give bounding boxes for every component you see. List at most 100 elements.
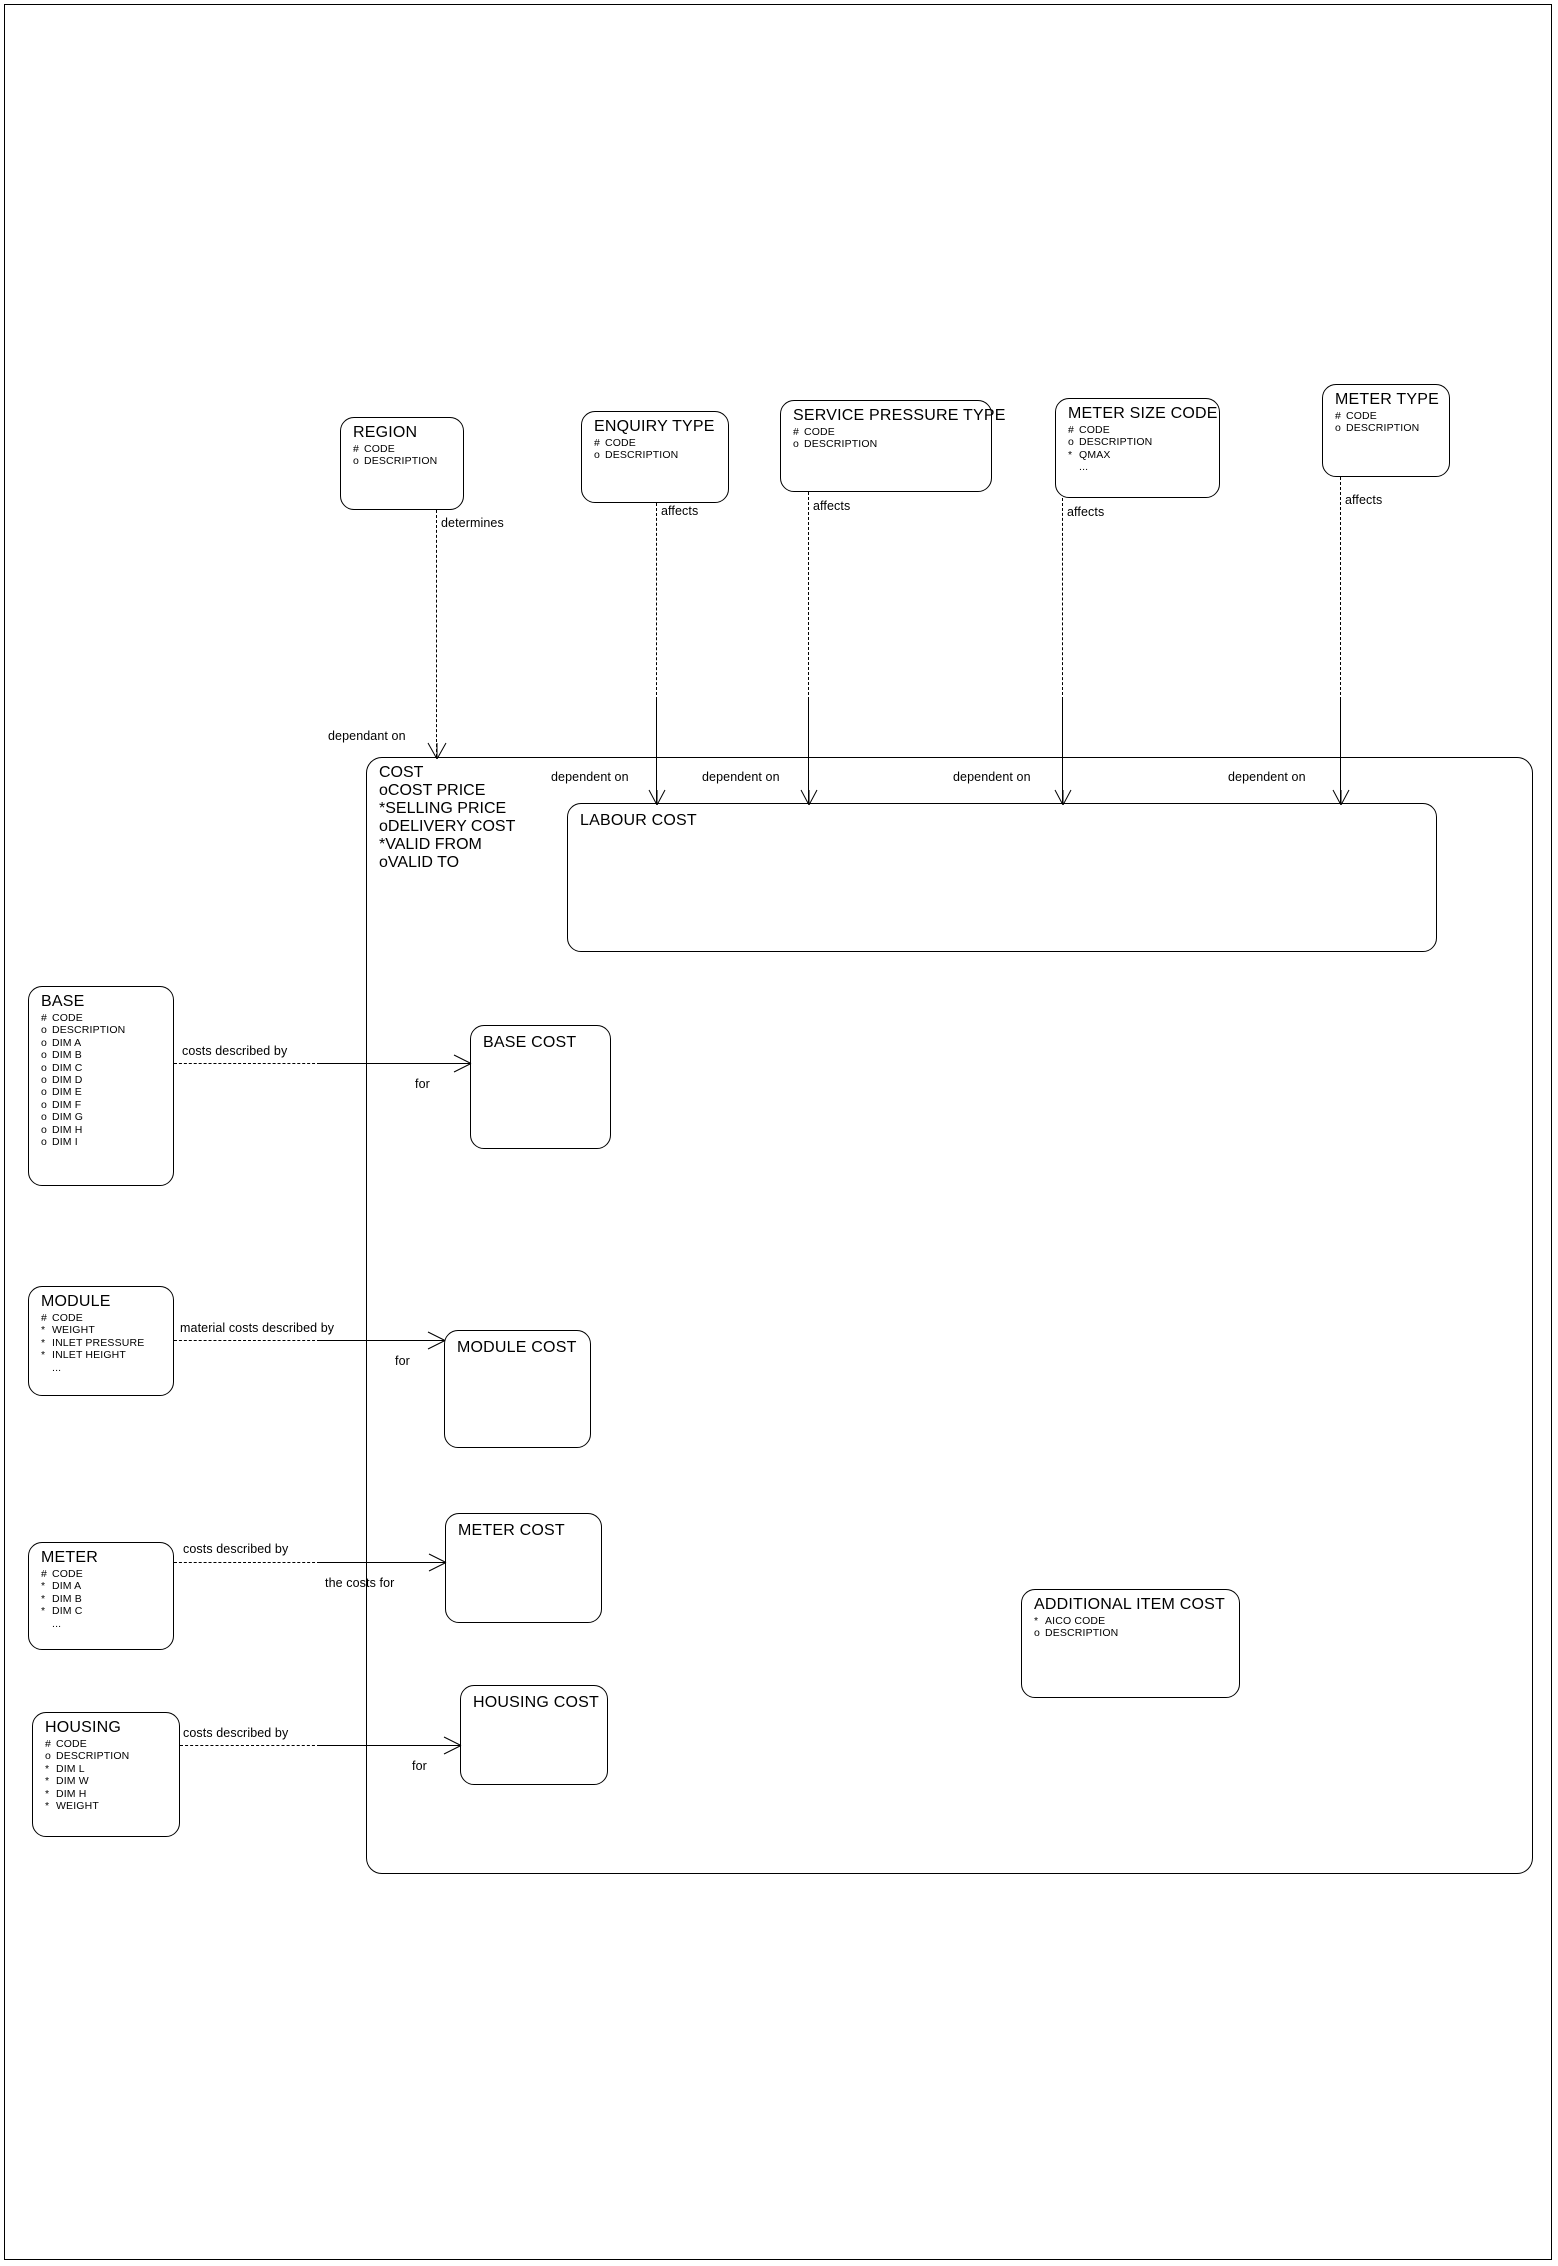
- attribute-row: #CODE: [41, 1312, 163, 1324]
- attr-label: CODE: [56, 1738, 87, 1750]
- attribute-row: *DIM W: [45, 1775, 169, 1787]
- attr-label: DIM B: [52, 1049, 82, 1062]
- attr-marker: o: [41, 1061, 47, 1074]
- attr-label: ...: [52, 1617, 62, 1630]
- attr-marker: #: [45, 1738, 51, 1750]
- attribute-row: *QMAX: [1068, 449, 1209, 461]
- attr-label: DIM W: [56, 1775, 89, 1788]
- attr-marker: o: [41, 1111, 47, 1124]
- attr-label: DESCRIPTION: [605, 449, 679, 462]
- entity-title: MODULE COST: [457, 1339, 577, 1356]
- attr-label: DESCRIPTION: [56, 1750, 130, 1763]
- attr-label: DIM C: [52, 1061, 83, 1074]
- attribute-list: #CODE *WEIGHT *INLET PRESSURE *INLET HEI…: [41, 1312, 163, 1374]
- attr-marker: o: [41, 1024, 47, 1037]
- attr-label: CODE: [364, 443, 395, 455]
- attr-label: DIM H: [56, 1787, 87, 1800]
- attribute-row: *INLET HEIGHT: [41, 1349, 163, 1361]
- connector-module-solid: [320, 1340, 444, 1341]
- entity-module-cost[interactable]: MODULE COST: [444, 1330, 591, 1448]
- entity-title: COST: [379, 764, 424, 781]
- connector-meter-size-lower: [1062, 700, 1063, 803]
- attr-label: SELLING PRICE: [385, 800, 507, 817]
- entity-title: METER COST: [458, 1522, 565, 1539]
- attribute-row: oVALID TO: [379, 854, 515, 872]
- relationship-label-dependant-on: dependant on: [328, 729, 406, 743]
- relationship-label-affects-enquiry: affects: [661, 504, 699, 518]
- relationship-label-dependent-on-4: dependent on: [1228, 770, 1306, 784]
- attr-marker: *: [41, 1592, 46, 1605]
- entity-labour-cost[interactable]: LABOUR COST: [567, 803, 1437, 952]
- entity-meter[interactable]: METER #CODE *DIM A *DIM B *DIM C ...: [28, 1542, 174, 1650]
- attr-label: DIM G: [52, 1111, 84, 1124]
- entity-base-cost[interactable]: BASE COST: [470, 1025, 611, 1149]
- crowsfoot-base-cost: [453, 1054, 472, 1073]
- attr-label: INLET HEIGHT: [52, 1349, 126, 1362]
- entity-housing-cost[interactable]: HOUSING COST: [460, 1685, 608, 1785]
- attribute-row: *DIM B: [41, 1593, 163, 1605]
- entity-module[interactable]: MODULE #CODE *WEIGHT *INLET PRESSURE *IN…: [28, 1286, 174, 1396]
- attr-label: DIM C: [52, 1605, 83, 1618]
- attr-label: DELIVERY COST: [387, 818, 516, 835]
- attr-label: CODE: [52, 1312, 83, 1324]
- attr-marker: *: [41, 1336, 46, 1349]
- connector-service-pressure-lower: [808, 700, 809, 803]
- attr-marker: #: [41, 1012, 47, 1024]
- relationship-label-dependent-on-2: dependent on: [702, 770, 780, 784]
- relationship-label-affects-meter-size: affects: [1067, 505, 1105, 519]
- attr-marker: #: [1335, 410, 1341, 422]
- entity-title: SERVICE PRESSURE TYPE: [793, 407, 1006, 424]
- entity-title: METER TYPE: [1335, 391, 1439, 408]
- attribute-row: oDELIVERY COST: [379, 818, 515, 836]
- entity-meter-cost[interactable]: METER COST: [445, 1513, 602, 1623]
- attr-marker: *: [41, 1324, 46, 1337]
- connector-enquiry-type-upper: [656, 503, 657, 700]
- relationship-label-the-costs-for: the costs for: [325, 1576, 395, 1590]
- relationship-label-for-housing: for: [412, 1759, 427, 1773]
- attribute-row: * INLET PRESSURE: [41, 1337, 163, 1349]
- relationship-label-material-costs-described-by: material costs described by: [180, 1321, 335, 1335]
- cost-header: COST oCOST PRICE *SELLING PRICE oDELIVER…: [379, 764, 515, 872]
- connector-meter-dashed: [174, 1562, 320, 1563]
- attr-label: INLET PRESSURE: [52, 1336, 145, 1349]
- attribute-row: o DIM C: [41, 1062, 163, 1074]
- entity-title: LABOUR COST: [580, 812, 697, 829]
- attr-marker: *: [45, 1800, 50, 1813]
- crowsfoot-service-pressure-labour: [800, 789, 818, 805]
- entity-cost-supertype[interactable]: COST oCOST PRICE *SELLING PRICE oDELIVER…: [366, 757, 1533, 1874]
- relationship-label-affects-service-pressure: affects: [813, 499, 851, 513]
- attr-label: DIM A: [52, 1580, 82, 1593]
- entity-title: HOUSING: [45, 1719, 122, 1736]
- attr-marker: #: [353, 443, 359, 455]
- attr-marker: *: [41, 1605, 46, 1618]
- crowsfoot-enquiry-labour: [648, 789, 666, 805]
- attr-marker: *: [45, 1787, 50, 1800]
- relationship-label-for-base: for: [415, 1077, 430, 1091]
- relationship-label-affects-meter-type: affects: [1345, 493, 1383, 507]
- attr-label: WEIGHT: [56, 1800, 99, 1813]
- attribute-row: *VALID FROM: [379, 836, 515, 854]
- relationship-label-determines: determines: [441, 516, 504, 530]
- attr-label: DESCRIPTION: [1045, 1627, 1119, 1640]
- entity-title: BASE: [41, 993, 85, 1010]
- attr-label: DIM A: [52, 1036, 82, 1049]
- attr-label: COST PRICE: [387, 782, 486, 799]
- attr-marker: o: [379, 818, 388, 835]
